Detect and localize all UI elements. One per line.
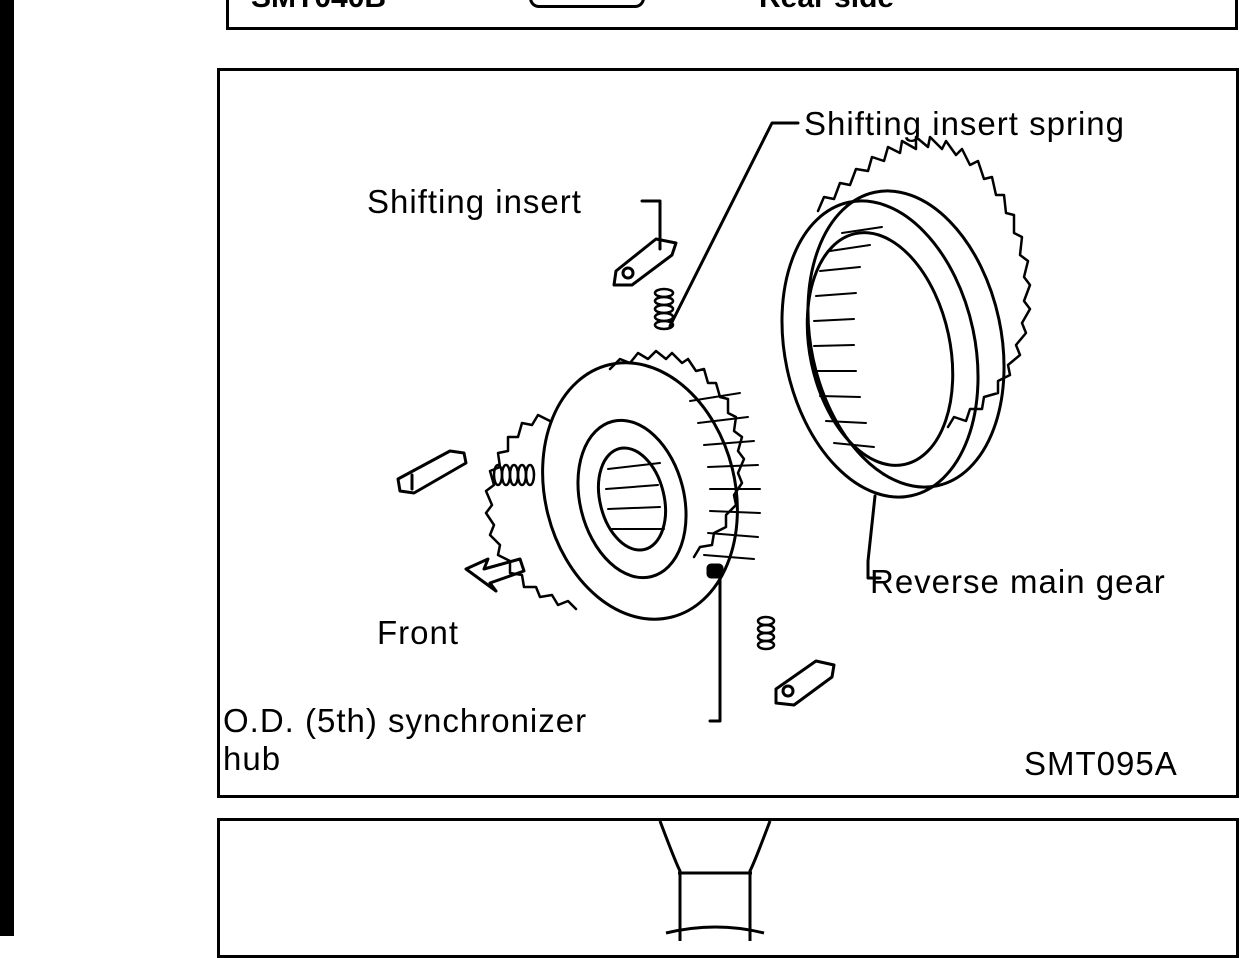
label-front: Front bbox=[377, 614, 460, 651]
leader-shifting-insert-spring bbox=[668, 121, 800, 328]
previous-figure-label: Rear side bbox=[759, 0, 894, 13]
reverse-main-gear bbox=[780, 135, 1032, 499]
label-reverse-main-gear: Reverse main gear bbox=[870, 563, 1166, 600]
previous-figure-panel: SMT040B Rear side bbox=[226, 0, 1238, 30]
next-figure-partial-drawing bbox=[658, 821, 772, 941]
synchronizer-hub bbox=[484, 349, 761, 621]
label-shifting-insert: Shifting insert bbox=[367, 183, 582, 220]
label-synchronizer-hub-line2: hub bbox=[223, 740, 282, 777]
shifting-insert-bottom bbox=[774, 659, 836, 707]
page-binding-edge bbox=[0, 0, 14, 936]
previous-figure-part-edge bbox=[529, 0, 645, 8]
synchronizer-figure-panel: Shifting insert spring Shifting insert R… bbox=[217, 68, 1239, 798]
synchronizer-exploded-view bbox=[396, 121, 1032, 723]
label-shifting-insert-spring: Shifting insert spring bbox=[804, 105, 1125, 142]
leader-shifting-insert bbox=[640, 199, 662, 251]
front-arrow-icon bbox=[464, 557, 526, 593]
next-figure-panel bbox=[217, 818, 1239, 958]
leader-synchronizer-hub bbox=[708, 571, 722, 723]
shifting-insert-spring-top bbox=[653, 287, 675, 331]
shifting-insert-left bbox=[396, 449, 468, 495]
shifting-insert-spring-bottom bbox=[756, 615, 776, 651]
shifting-insert-spring-left bbox=[492, 463, 536, 487]
previous-figure-code: SMT040B bbox=[251, 0, 386, 13]
leader-reverse-main-gear bbox=[866, 494, 882, 580]
label-synchronizer-hub: O.D. (5th) synchronizer bbox=[223, 702, 588, 739]
shifting-insert-top bbox=[612, 237, 678, 287]
figure-code: SMT095A bbox=[1024, 745, 1178, 782]
